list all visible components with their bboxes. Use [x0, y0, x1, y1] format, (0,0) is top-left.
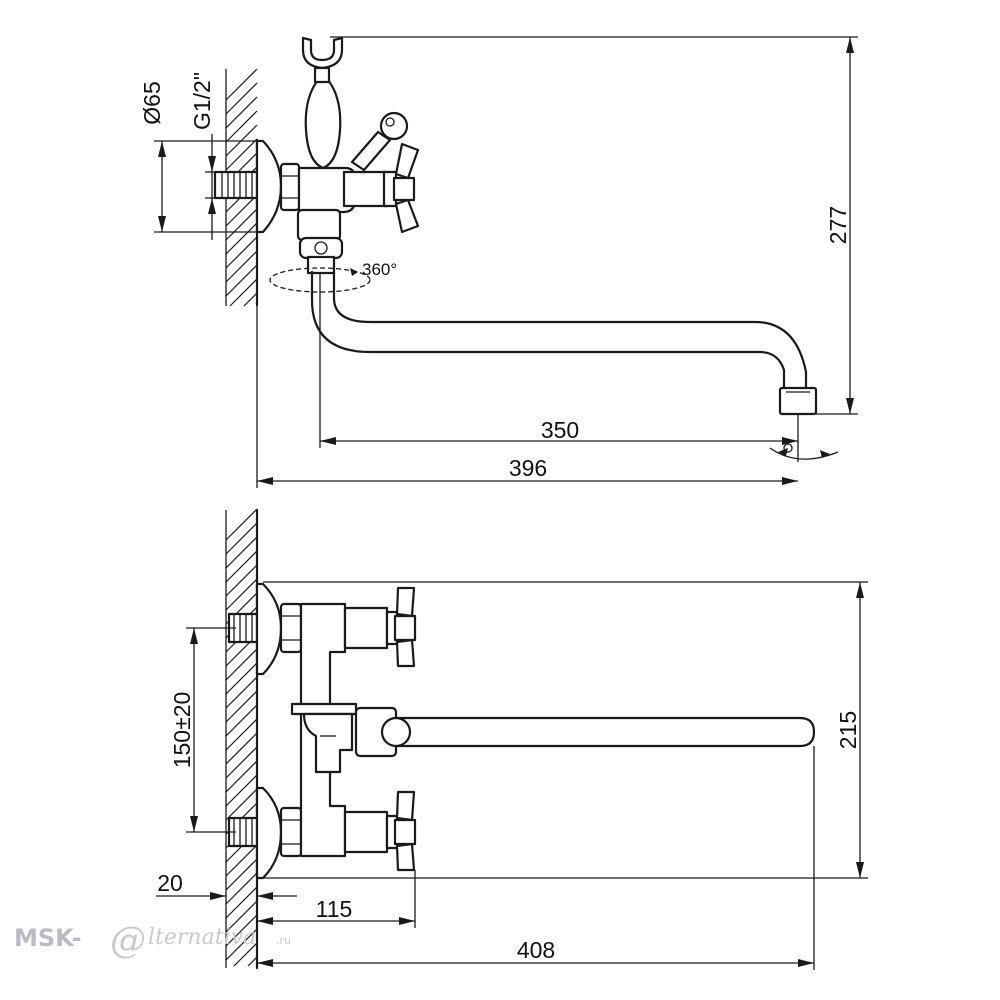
wall-hatch-top — [225, 68, 259, 307]
dim-thread-g12: G1/2" — [189, 72, 218, 240]
watermark-script: lternativa — [148, 925, 256, 950]
mixer-body-top — [296, 166, 390, 242]
inlet-lower-bottom — [227, 786, 303, 880]
rotation-indicator: 360° — [269, 260, 397, 293]
inlet-thread-top — [213, 170, 259, 200]
dim-height-277-label: 277 — [825, 206, 851, 244]
dim-overall-396: 396 — [256, 305, 798, 488]
dim-height-215-label: 215 — [835, 711, 861, 749]
dim-center-150-label: 150±20 — [169, 692, 195, 769]
dim-diameter-65: Ø65 — [139, 81, 262, 233]
dim-reach-350: 350 — [319, 272, 798, 448]
watermark-prefix: MSK- — [14, 924, 82, 952]
rotation-label: 360° — [362, 260, 397, 279]
dim-overall-408-label: 408 — [517, 937, 555, 963]
dim-center-150: 150±20 — [169, 627, 236, 833]
dim-depth-115: 115 — [257, 870, 416, 928]
dim-height-277: 277 — [330, 36, 858, 415]
wall-hatch-bottom — [225, 508, 259, 970]
dim-diameter-65-label: Ø65 — [139, 81, 165, 124]
diverter-bottom — [290, 702, 398, 774]
cross-handle-lower-bottom — [385, 790, 417, 872]
dim-overall-396-label: 396 — [509, 455, 547, 481]
inlet-upper-bottom — [227, 582, 303, 676]
cross-handle-top — [382, 142, 420, 234]
dim-offset-20-label: 20 — [157, 870, 183, 896]
cross-handle-upper-bottom — [385, 586, 417, 668]
dim-thread-g12-label: G1/2" — [189, 72, 215, 130]
dim-overall-408: 408 — [257, 746, 815, 970]
dim-offset-20: 20 — [156, 870, 297, 900]
diverter-knob-top — [350, 111, 409, 172]
union-nut-top — [279, 162, 301, 212]
bottom-view: 215 150±20 20 115 — [156, 508, 868, 970]
dim-reach-350-label: 350 — [541, 417, 579, 443]
aerator-angle-marks — [769, 414, 839, 462]
dim-height-215: 215 — [263, 581, 868, 879]
watermark: MSK- @ lternativa .ru — [14, 920, 291, 961]
spout-bottom — [380, 716, 816, 748]
shower-holder-top — [301, 36, 344, 170]
dim-depth-115-label: 115 — [316, 896, 353, 922]
watermark-suffix: .ru — [276, 934, 291, 947]
top-view: 360° 277 — [139, 36, 858, 488]
rosette-top — [255, 139, 283, 234]
swivel-fitting-top — [298, 236, 344, 275]
spout-top — [310, 270, 818, 416]
watermark-at: @ — [110, 920, 146, 961]
